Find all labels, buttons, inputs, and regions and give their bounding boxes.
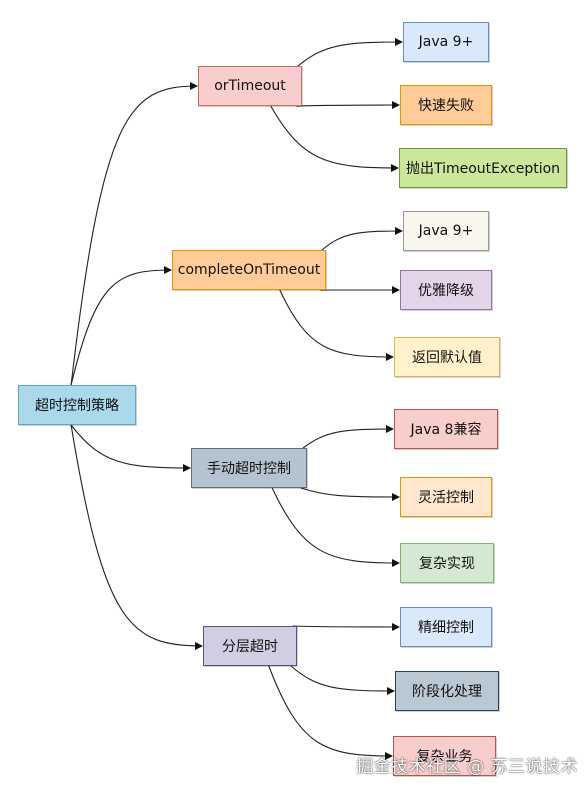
root-node: 超时控制策略 [18, 385, 136, 425]
leaf-node-ortimeout-3: 抛出TimeoutException [399, 148, 567, 188]
edge-root-layered [70, 424, 203, 650]
leaf-node-layered-3: 复杂业务 [393, 736, 496, 776]
leaf-node-layered-1: 精细控制 [400, 607, 492, 647]
branch-node-ortimeout: orTimeout [198, 66, 302, 106]
edge-manual-2 [300, 487, 400, 501]
edge-complete-1 [321, 227, 403, 251]
leaf-node-layered-2: 阶段化处理 [395, 671, 499, 711]
leaf-node-ortimeout-1: Java 9+ [403, 22, 489, 62]
leaf-node-ortimeout-2: 快速失败 [400, 85, 492, 125]
leaf-node-manual-3: 复杂实现 [400, 543, 494, 583]
leaf-node-complete-3: 返回默认值 [394, 337, 500, 377]
edge-ortimeout-3 [270, 105, 399, 172]
edge-layered-3 [268, 665, 393, 760]
leaf-node-manual-2: 灵活控制 [400, 477, 492, 517]
edge-root-manual [70, 424, 191, 472]
edge-ortimeout-1 [297, 38, 403, 67]
watermark: 掘金技术社区 @ 苏三说技术 [356, 756, 578, 777]
edge-root-ortimeout [70, 82, 198, 386]
edge-manual-1 [302, 425, 394, 449]
edge-ortimeout-2 [295, 101, 400, 110]
edge-root-complete [70, 266, 172, 386]
leaf-node-complete-2: 优雅降级 [400, 270, 492, 310]
leaf-node-manual-1: Java 8兼容 [394, 409, 498, 449]
edge-complete-3 [279, 289, 394, 361]
branch-node-layered: 分层超时 [203, 626, 297, 666]
edge-layered-1 [292, 622, 400, 631]
edge-layered-2 [290, 665, 395, 695]
branch-node-complete: completeOnTimeout [172, 250, 326, 290]
edge-manual-3 [271, 487, 400, 567]
branch-node-manual: 手动超时控制 [191, 448, 307, 488]
connector-lines [70, 38, 403, 760]
leaf-node-complete-1: Java 9+ [403, 211, 489, 251]
